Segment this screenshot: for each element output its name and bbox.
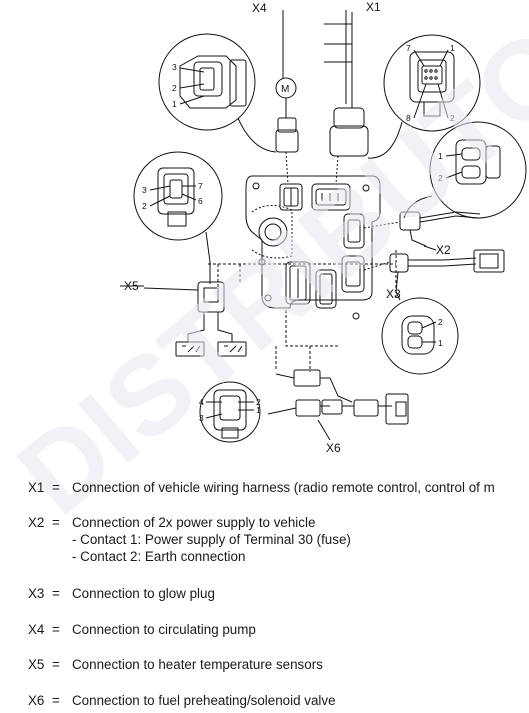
pin-x1-8: 8 bbox=[406, 113, 411, 123]
pin-x4-2: 2 bbox=[172, 83, 177, 93]
board-mount-hole bbox=[264, 294, 272, 302]
legend-code: X4 bbox=[28, 622, 45, 637]
x6-detail-callout bbox=[199, 381, 261, 443]
legend-description: Connection of 2x power supply to vehicle… bbox=[72, 514, 351, 565]
board-connector-x5 bbox=[285, 261, 311, 305]
legend-code: X5 bbox=[28, 657, 45, 672]
control-unit-board bbox=[245, 175, 381, 309]
pin-x6-2: 2 bbox=[256, 397, 261, 407]
pin-x3-2: 2 bbox=[438, 317, 443, 327]
pin-x4-3: 3 bbox=[172, 62, 177, 72]
legend-subitem: - Contact 1: Power supply of Terminal 30… bbox=[72, 532, 351, 547]
legend-description-main: Connection of 2x power supply to vehicle bbox=[72, 515, 316, 530]
solenoid-valve bbox=[353, 399, 379, 417]
board-round-component bbox=[258, 217, 288, 247]
label-x1: X1 bbox=[366, 0, 381, 14]
legend-equals: = bbox=[52, 515, 60, 530]
label-x6: X6 bbox=[326, 441, 341, 455]
x4-detail-callout bbox=[158, 33, 277, 153]
board-connector-x6 bbox=[315, 269, 337, 309]
legend-code: X2 bbox=[28, 515, 45, 530]
legend-equals: = bbox=[52, 622, 60, 637]
pin-x6-1: 1 bbox=[256, 405, 261, 415]
x6-plugs bbox=[267, 369, 409, 441]
pin-x5-3: 3 bbox=[142, 185, 147, 195]
glow-plug-connector bbox=[473, 249, 505, 273]
legend-subitem: - Contact 2: Earth connection bbox=[72, 549, 246, 564]
legend-code: X3 bbox=[28, 586, 45, 601]
pin-x3-1: 1 bbox=[438, 338, 443, 348]
pin-x2-2: 2 bbox=[438, 173, 443, 183]
label-x5: X5 bbox=[124, 279, 139, 293]
x3-plug bbox=[389, 253, 409, 273]
legend-description: Connection to heater temperature sensors bbox=[72, 657, 323, 672]
legend-description: Connection to fuel preheating/solenoid v… bbox=[72, 693, 336, 708]
pin-x6-4: 4 bbox=[199, 397, 204, 407]
x4-plug bbox=[277, 117, 297, 133]
harness-outline bbox=[208, 250, 397, 372]
board-connector-x4 bbox=[279, 183, 303, 211]
legend-description: Connection to circulating pump bbox=[72, 622, 256, 637]
x5-detail-callout bbox=[133, 151, 223, 284]
board-connector-x1 bbox=[311, 183, 351, 211]
pin-x4-1: 1 bbox=[172, 99, 177, 109]
label-x2: X2 bbox=[436, 243, 451, 257]
pin-x5-2: 2 bbox=[142, 201, 147, 211]
legend-equals: = bbox=[52, 657, 60, 672]
temperature-sensor-left bbox=[175, 341, 205, 357]
x1-detail-callout bbox=[367, 34, 481, 159]
x1-plug bbox=[333, 107, 365, 129]
legend-code: X6 bbox=[28, 693, 45, 708]
x5-plug bbox=[197, 281, 225, 313]
board-mount-hole bbox=[352, 312, 360, 320]
label-x4: X4 bbox=[252, 1, 267, 15]
board-connector-x2 bbox=[343, 213, 365, 249]
x2-detail-callout bbox=[403, 121, 527, 219]
board-mount-hole bbox=[362, 184, 370, 192]
pin-x5-6: 6 bbox=[198, 196, 203, 206]
legend-description: Connection of vehicle wiring harness (ra… bbox=[72, 480, 495, 495]
board-connector-x3 bbox=[341, 255, 365, 293]
pin-x1-1: 1 bbox=[450, 43, 455, 53]
legend-description: Connection to glow plug bbox=[72, 586, 215, 601]
legend-equals: = bbox=[52, 480, 60, 495]
x3-detail-callout bbox=[381, 297, 459, 375]
fuel-preheating-connector bbox=[385, 393, 409, 425]
pin-x5-7: 7 bbox=[198, 181, 203, 191]
motor-label: M bbox=[281, 84, 289, 95]
pin-x2-1: 1 bbox=[438, 151, 443, 161]
x2-plug bbox=[399, 211, 421, 231]
wiring-diagram: X4 X1 X2 X3 X5 X6 M 3 2 1 7 1 8 2 1 2 3 … bbox=[120, 0, 527, 455]
legend-equals: = bbox=[52, 693, 60, 708]
pin-x6-3: 3 bbox=[199, 413, 204, 423]
board-mount-hole bbox=[258, 258, 266, 266]
legend-code: X1 bbox=[28, 480, 45, 495]
temperature-sensor-right bbox=[217, 341, 247, 357]
pin-x1-2: 2 bbox=[450, 113, 455, 123]
board-mount-hole bbox=[252, 182, 260, 190]
pin-x1-7: 7 bbox=[406, 43, 411, 53]
legend-equals: = bbox=[52, 586, 60, 601]
label-x3: X3 bbox=[386, 287, 401, 301]
